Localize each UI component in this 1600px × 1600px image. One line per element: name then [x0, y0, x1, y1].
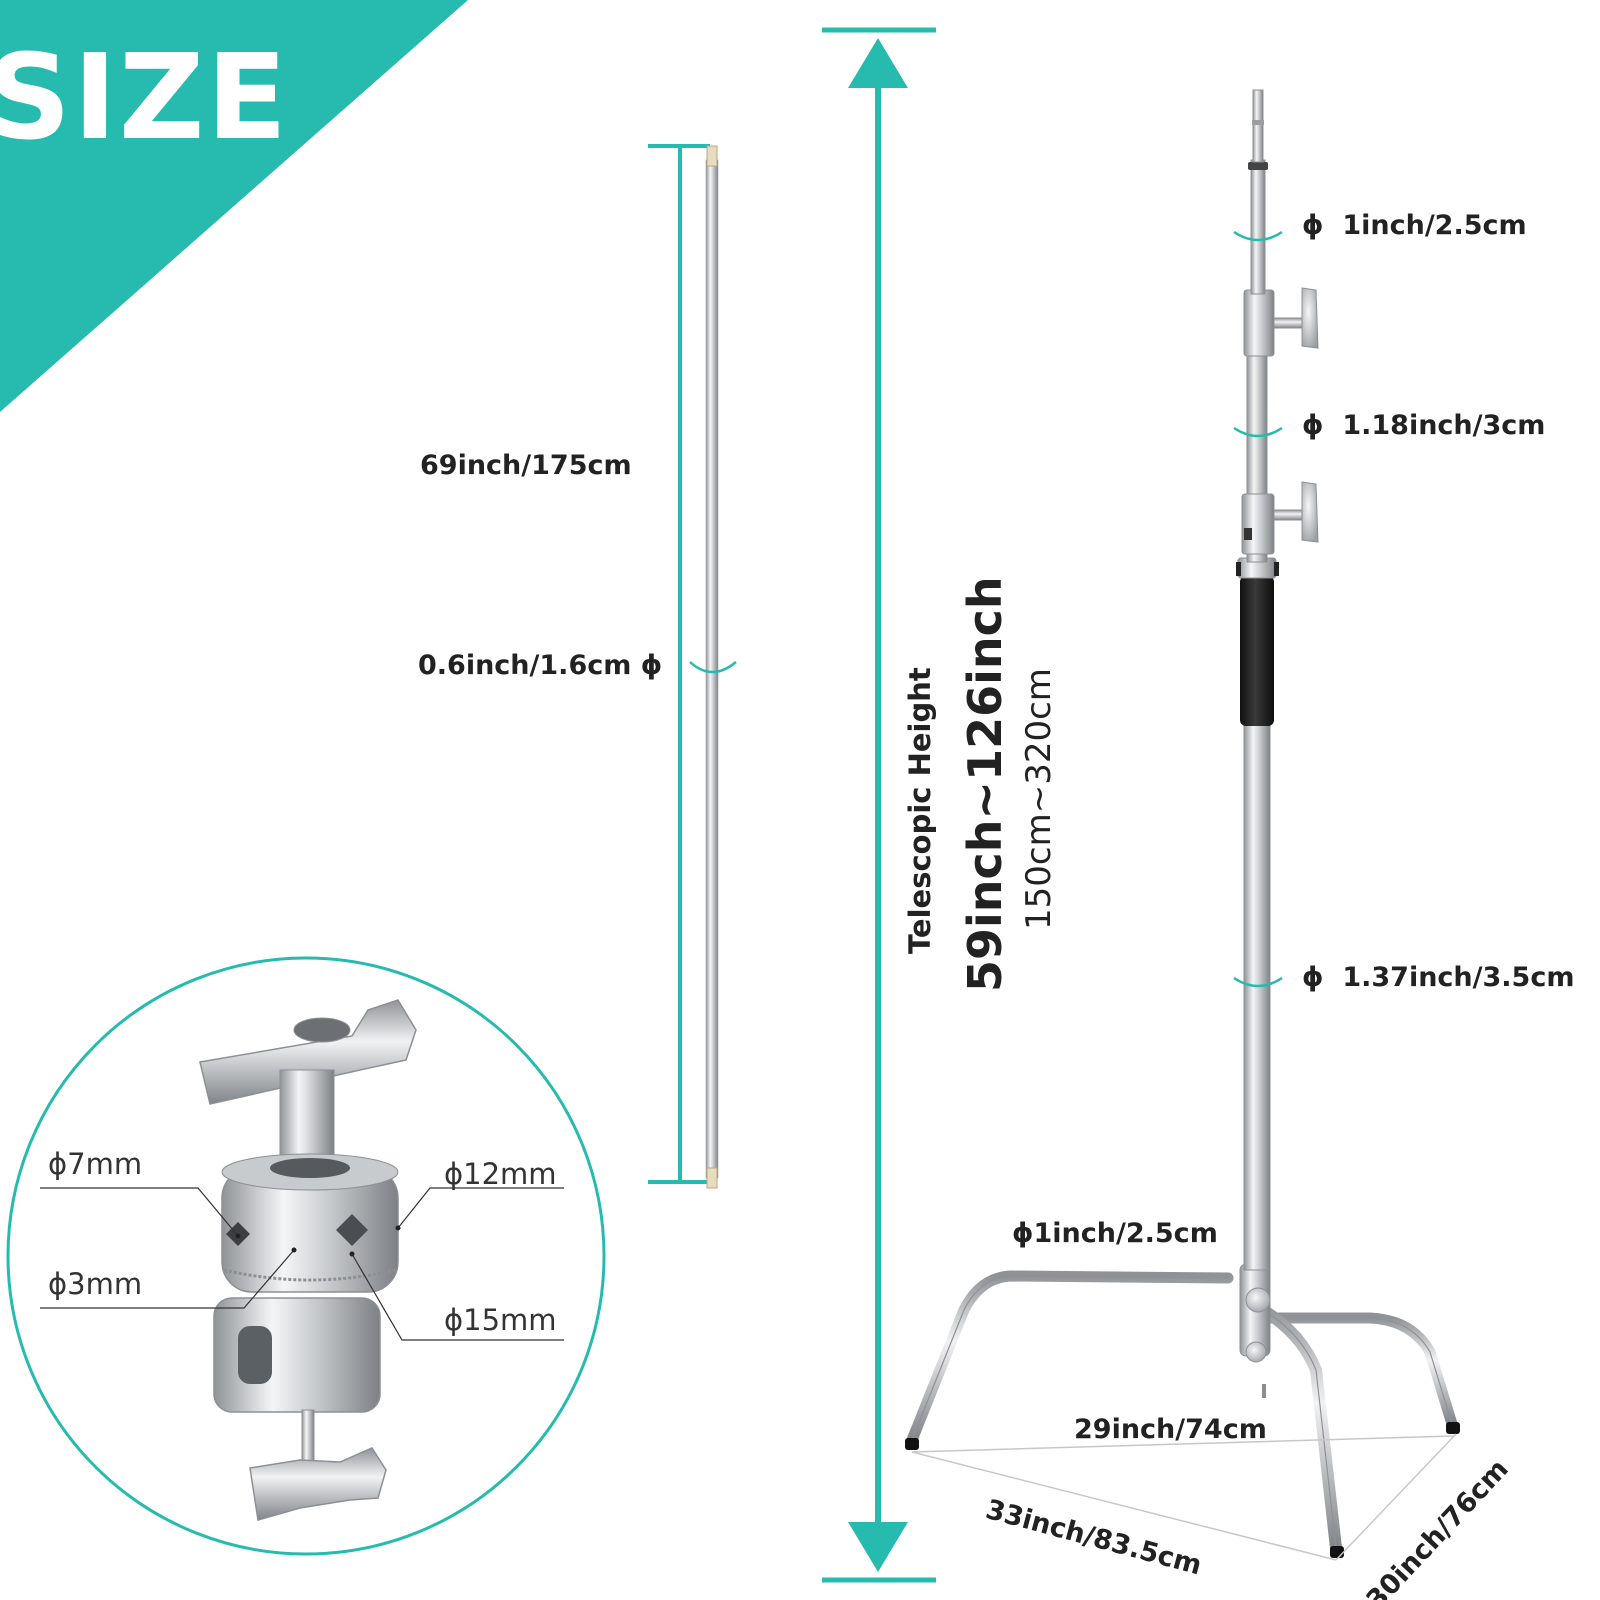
tube-diameter-top: ϕ 1inch/2.5cm [1302, 212, 1527, 239]
c-stand [905, 89, 1460, 1561]
height-dimension-arrow [822, 27, 936, 1583]
arm-diameter-label: 0.6inch/1.6cm ϕ [418, 650, 663, 681]
diameter-symbol: ϕ [1302, 410, 1324, 441]
grip-label-7mm: ϕ7mm [48, 1147, 143, 1181]
arm-diameter-arc [689, 661, 737, 674]
grip-label-12mm: ϕ12mm [444, 1157, 557, 1191]
footprint-inner-label: 29inch/74cm [1074, 1414, 1267, 1445]
telescopic-height-title: Telescopic Height [903, 667, 937, 954]
size-badge-shape [0, 0, 468, 412]
telescopic-height-metric: 150cm~320cm [1019, 668, 1059, 930]
diameter-symbol: ϕ [1302, 962, 1324, 993]
size-badge-text: SIZE [0, 28, 290, 166]
extension-arm [648, 144, 737, 1189]
tube-diameter-bottom-value: 1.37inch/3.5cm [1342, 962, 1575, 993]
grip-head-detail [6, 956, 606, 1556]
tube-diameter-middle: ϕ 1.18inch/3cm [1302, 412, 1545, 439]
grip-label-3mm: ϕ3mm [48, 1267, 143, 1301]
tube-diameter-bottom: ϕ 1.37inch/3.5cm [1302, 964, 1574, 991]
tube-diameter-middle-value: 1.18inch/3cm [1342, 410, 1546, 441]
telescopic-height-imperial: 59inch~126inch [958, 576, 1012, 992]
tube-diameter-top-value: 1inch/2.5cm [1342, 210, 1527, 241]
diameter-symbol: ϕ [1302, 210, 1324, 241]
arm-length-label: 69inch/175cm [420, 450, 632, 481]
grip-label-15mm: ϕ15mm [444, 1303, 557, 1337]
leg-diameter-label: ϕ1inch/2.5cm [1012, 1218, 1218, 1249]
